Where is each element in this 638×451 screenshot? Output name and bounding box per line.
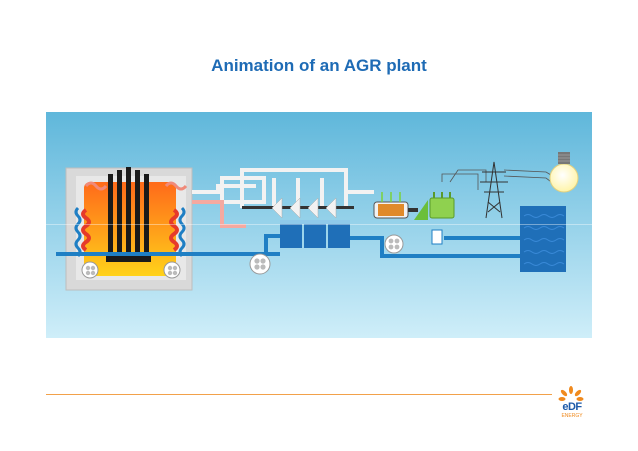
footer-divider bbox=[46, 394, 552, 395]
transformer bbox=[429, 192, 455, 219]
edf-logo bbox=[558, 386, 584, 401]
light-bulb bbox=[549, 152, 579, 193]
water-coil-right bbox=[178, 206, 186, 258]
divider-line bbox=[46, 224, 592, 225]
page-title: Animation of an AGR plant bbox=[211, 56, 427, 75]
generator bbox=[373, 192, 428, 220]
gas-circulator-right bbox=[163, 261, 181, 279]
reheat-pipe bbox=[192, 200, 246, 228]
condenser bbox=[520, 206, 566, 272]
steam-pipes bbox=[192, 168, 374, 208]
logo-tagline: ENERGY bbox=[561, 413, 583, 419]
reactor bbox=[65, 167, 193, 291]
feed-pump bbox=[249, 253, 271, 275]
gas-circulator-left bbox=[81, 261, 99, 279]
logo-brand: eDF bbox=[562, 401, 582, 413]
steam-coil-top bbox=[84, 181, 188, 191]
pylon bbox=[480, 161, 508, 219]
hot-gas-coil-left bbox=[81, 208, 91, 252]
feed-heater bbox=[431, 229, 443, 245]
control-rods bbox=[106, 167, 151, 262]
hot-gas-coil-right bbox=[169, 208, 179, 252]
agr-plant-diagram bbox=[46, 112, 592, 338]
condensate-pump bbox=[384, 234, 404, 254]
turbine-condensers bbox=[280, 220, 350, 248]
water-coil-left bbox=[74, 206, 82, 258]
turbine-blades bbox=[271, 197, 337, 219]
